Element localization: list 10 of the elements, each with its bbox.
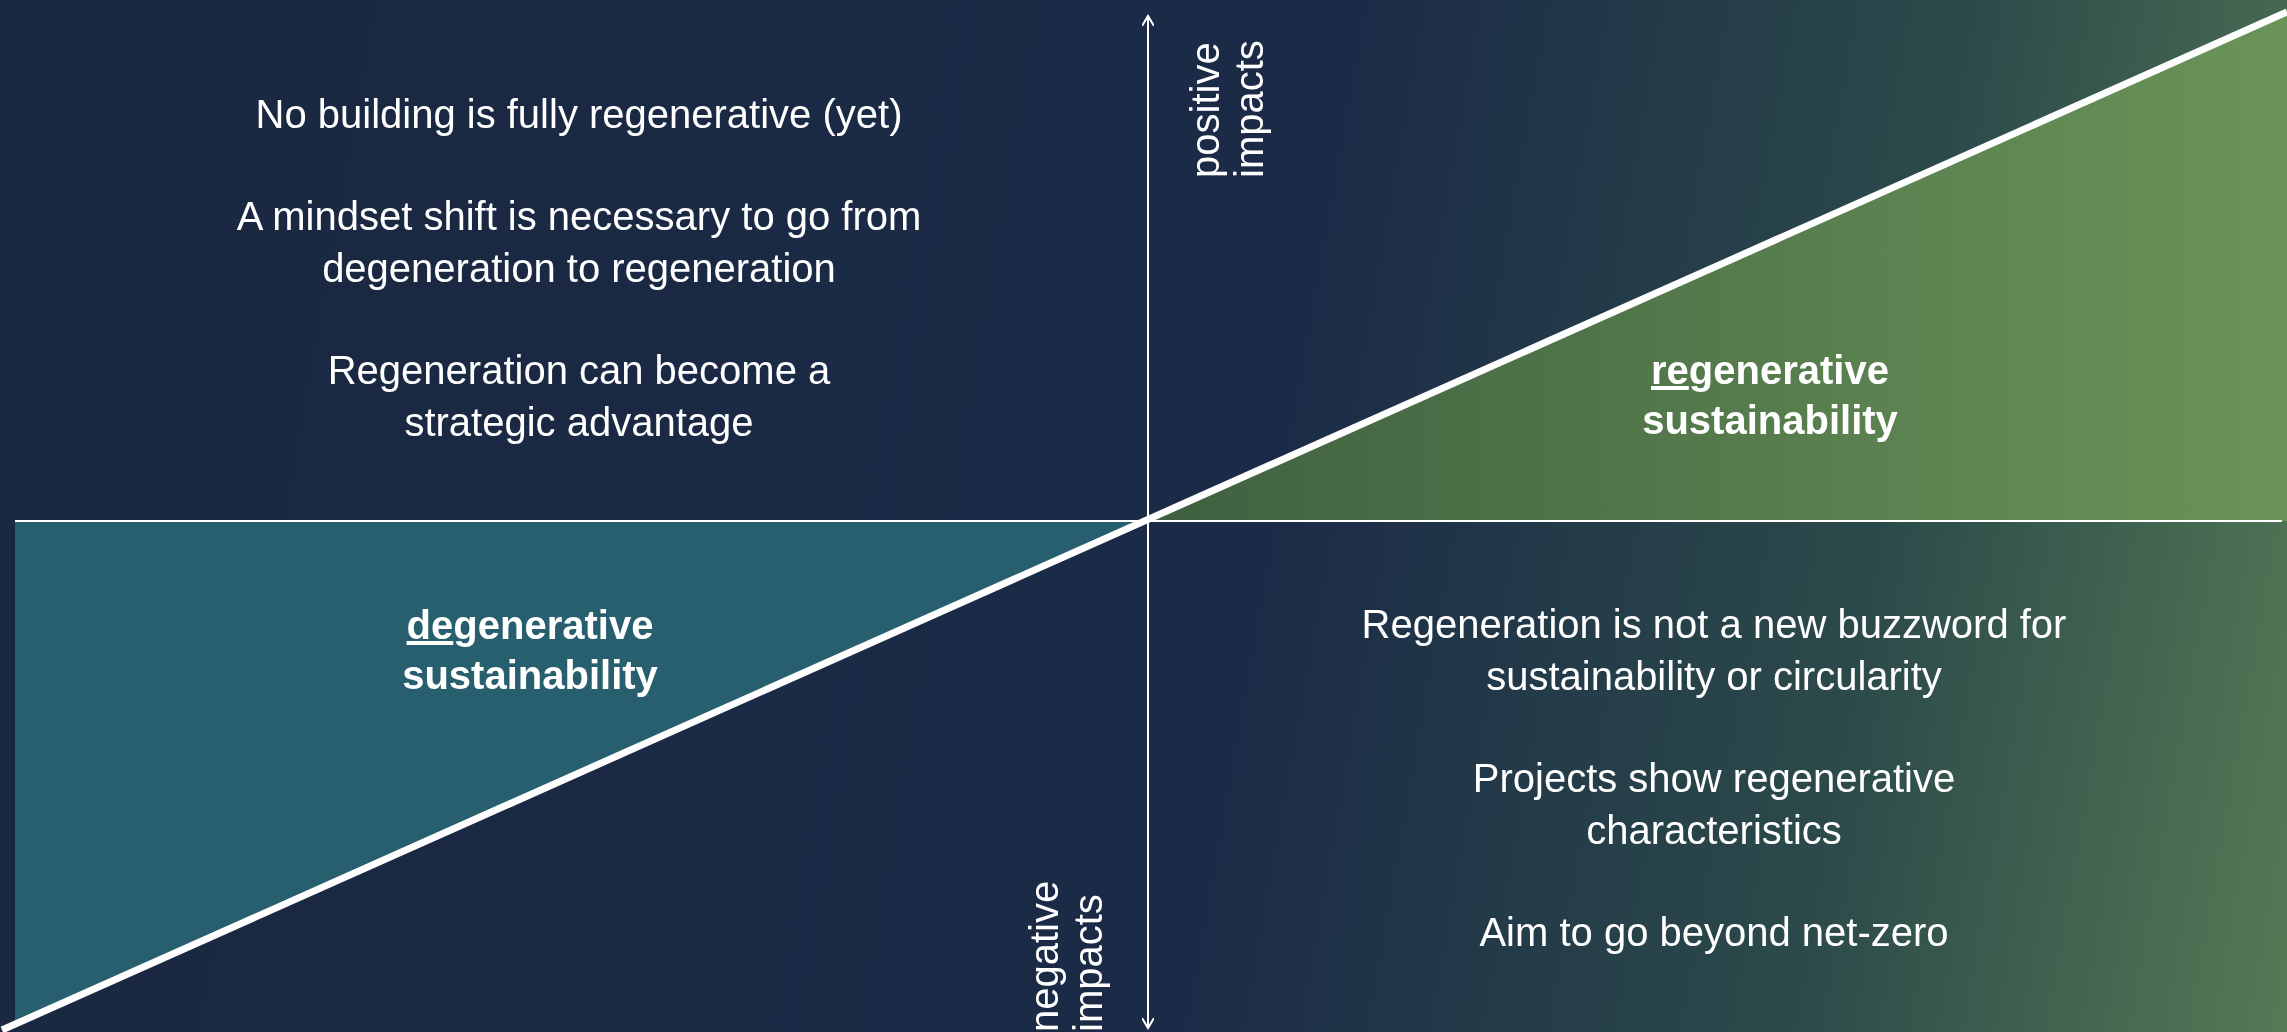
axis-label: positive impacts [1183, 39, 1271, 178]
note-text: A mindset shift is necessary to go from degeneration to regeneration [235, 193, 923, 292]
note-text: Regeneration can become a strategic advantage [326, 347, 832, 446]
note-text: Projects show regenerative characteristics [1471, 755, 1957, 854]
note-text: Regeneration is not a new buzzword for sustainability or circularity [1360, 601, 2068, 700]
note-text: No building is fully regenerative (yet) [254, 91, 904, 138]
note-text: Aim to go beyond net-zero [1478, 909, 1950, 956]
axis-label: negative impacts [1022, 879, 1110, 1032]
region-label: regenerative sustainability [1641, 347, 1899, 444]
region-label: degenerative sustainability [401, 602, 659, 699]
